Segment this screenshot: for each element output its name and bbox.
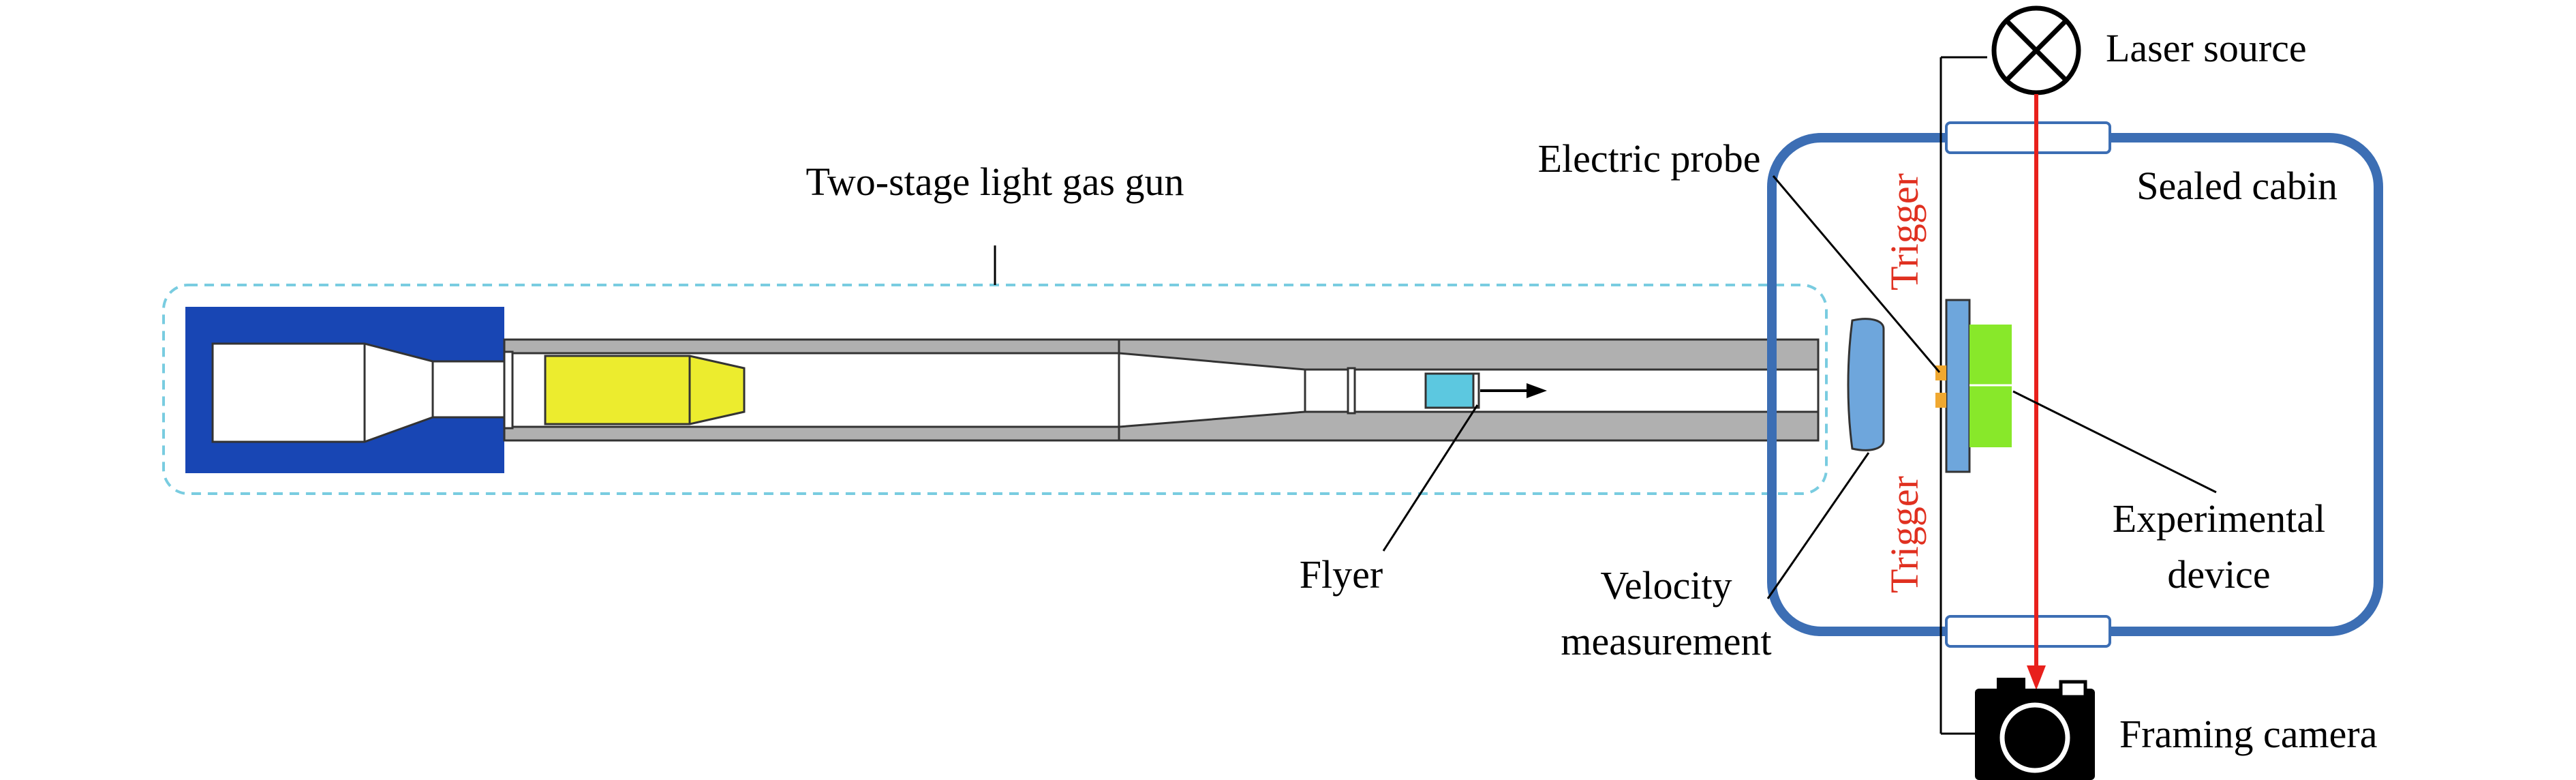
flyer-sabot	[1472, 372, 1480, 409]
laser-beam-arrow-head	[2027, 665, 2046, 690]
velocity-measurement-label-2: measurement	[1561, 619, 1771, 663]
sealed-cabin-label: Sealed cabin	[2136, 164, 2337, 208]
piston	[544, 355, 746, 425]
electric-probe-label: Electric probe	[1538, 136, 1761, 181]
framing-camera-icon	[1975, 678, 2095, 780]
experimental-device-target-bottom	[1969, 386, 2012, 447]
velocity-measurement-leader	[1766, 452, 1870, 599]
window-bottom	[1945, 615, 2111, 648]
experimental-device-leader	[2012, 390, 2217, 494]
experimental-device-plate	[1945, 299, 1971, 473]
trigger-label-top: Trigger	[1882, 173, 1927, 290]
electric-probe-top	[1935, 365, 1946, 380]
experimental-device-label-1: Experimental	[2113, 496, 2325, 541]
electric-probe-bottom	[1935, 393, 1946, 408]
framing-camera-label: Framing camera	[2119, 712, 2377, 756]
gun-label: Two-stage light gas gun	[806, 160, 1184, 204]
trigger-label-bottom: Trigger	[1882, 476, 1927, 593]
flyer-arrow-head	[1527, 383, 1547, 398]
velocity-measurement-lens	[1847, 318, 1885, 451]
electric-probe-leader	[1772, 175, 1941, 373]
experimental-device-target-top	[1969, 325, 2012, 385]
velocity-measurement-label-1: Velocity	[1600, 563, 1732, 608]
experimental-device-label-2: device	[2167, 552, 2270, 597]
pump-tube-flange	[503, 350, 514, 430]
flyer-label-leader	[1382, 404, 1479, 552]
window-top	[1945, 121, 2111, 154]
laser-source-label: Laser source	[2106, 26, 2307, 70]
diaphragm	[1347, 367, 1356, 415]
flyer-label: Flyer	[1300, 552, 1383, 597]
flyer	[1424, 372, 1475, 409]
laser-source-cross-2	[2004, 18, 2068, 82]
